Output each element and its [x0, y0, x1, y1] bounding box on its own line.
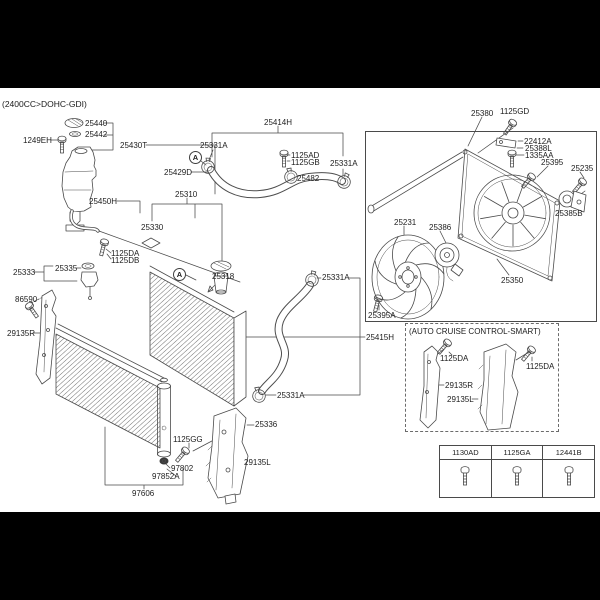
part-label-25235: 25235: [571, 164, 594, 173]
auto-cruise-title: (AUTO CRUISE CONTROL-SMART): [409, 327, 541, 336]
bolt-icon: [564, 465, 574, 485]
part-label-97606: 97606: [132, 489, 155, 498]
part-label-25336: 25336: [255, 420, 278, 429]
part-label-1125DA: 1125DA: [440, 354, 469, 363]
part-label-25331A: 25331A: [322, 273, 350, 282]
part-label-1125DB: 1125DB: [111, 256, 140, 265]
part-label-25385B: 25385B: [555, 209, 583, 218]
part-label-97802: 97802: [171, 464, 194, 473]
part-label-29135L: 29135L: [447, 395, 474, 404]
part-label-25231: 25231: [394, 218, 417, 227]
part-label-1249EH: 1249EH: [23, 136, 52, 145]
auto-cruise-box: (AUTO CRUISE CONTROL-SMART): [405, 323, 559, 432]
ac-condenser: [55, 323, 192, 465]
fastener-column-header: 12441B: [555, 448, 582, 457]
part-label-29135R: 29135R: [445, 381, 474, 390]
fastener-cell: [440, 460, 492, 497]
lower-radiator-hose: [250, 269, 321, 405]
fastener-cell: [492, 460, 544, 497]
part-label-25414H: 25414H: [264, 118, 293, 127]
fan-assembly-box: [365, 131, 597, 322]
coolant-reservoir: [23, 118, 241, 320]
motor-bracket: [558, 190, 587, 213]
part-label-1125DA: 1125DA: [526, 362, 555, 371]
bolt-icon: [460, 465, 470, 485]
part-label-97852A: 97852A: [152, 472, 180, 481]
bolt-icon: [512, 465, 522, 485]
part-label-25310: 25310: [175, 190, 198, 199]
part-label-25335: 25335: [55, 264, 78, 273]
callout-marker-A-1: A: [189, 151, 202, 164]
part-label-25331A: 25331A: [277, 391, 305, 400]
part-label-25430T: 25430T: [120, 141, 148, 150]
air-guard-brackets: [35, 289, 249, 505]
part-label-25395: 25395: [541, 158, 564, 167]
part-label-25330: 25330: [141, 223, 164, 232]
fastener-table: 1130AD 1125GA 12441B: [439, 445, 595, 498]
fastener-column-header: 1125GA: [492, 446, 544, 459]
part-label-1125GD: 1125GD: [500, 107, 530, 116]
part-label-25333: 25333: [13, 268, 36, 277]
radiator: [141, 237, 247, 431]
part-label-29135L: 29135L: [244, 458, 271, 467]
fan-motor: [434, 242, 464, 282]
auto-cruise-brackets: [419, 337, 538, 431]
fastener-table-body: [440, 460, 594, 497]
part-label-25380: 25380: [471, 109, 494, 118]
part-label-25386: 25386: [429, 223, 452, 232]
engine-variant-note: (2400CC>DOHC-GDI): [2, 99, 87, 109]
part-label-25395A: 25395A: [368, 311, 396, 320]
part-label-25388L: 25388L: [525, 144, 552, 153]
letterbox-bottom: [0, 512, 600, 600]
part-label-25450H: 25450H: [89, 197, 118, 206]
upper-radiator-hose: [201, 149, 354, 199]
callout-marker-A-2: A: [173, 268, 186, 281]
part-label-86590: 86590: [15, 295, 38, 304]
part-label-25350: 25350: [501, 276, 524, 285]
part-label-25331A: 25331A: [200, 141, 228, 150]
part-label-1125GG: 1125GG: [173, 435, 203, 444]
part-label-1125AD: 1125AD: [291, 151, 320, 160]
part-label-25415H: 25415H: [366, 333, 395, 342]
fastener-table-header: 1130AD 1125GA 12441B: [440, 446, 594, 460]
fan-blade: [371, 234, 445, 320]
part-label-29135R: 29135R: [7, 329, 36, 338]
part-label-22412A: 22412A: [524, 137, 552, 146]
cooling-fan-assembly: [367, 117, 589, 320]
part-label-1125GB: 1125GB: [291, 158, 320, 167]
part-label-25318: 25318: [212, 272, 235, 281]
part-label-1125DA: 1125DA: [111, 249, 140, 258]
fastener-cell: [543, 460, 594, 497]
part-label-25331A: 25331A: [330, 159, 358, 168]
part-label-25482: 25482: [297, 174, 320, 183]
part-label-25442: 25442: [85, 130, 108, 139]
fastener-column-header: 1130AD: [440, 446, 492, 459]
part-label-1335AA: 1335AA: [525, 151, 554, 160]
part-label-25440: 25440: [85, 119, 108, 128]
part-label-25429D: 25429D: [164, 168, 193, 177]
letterbox-top: [0, 0, 600, 88]
